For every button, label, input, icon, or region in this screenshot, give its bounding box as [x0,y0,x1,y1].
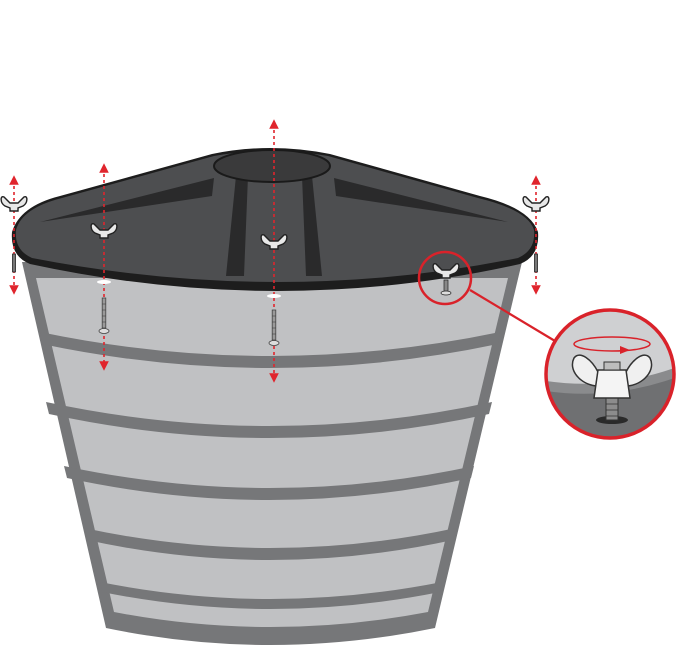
rotation-arrow-icon [573,336,651,354]
wing-nut-callout [417,250,676,440]
tank-ridge [100,582,442,609]
tank-lid [11,148,539,291]
bolt-hole [267,294,281,298]
callout-source-ring [417,250,473,306]
callout-magnifier-ring [544,308,676,440]
tank-ridge [64,466,474,500]
tank-ridge [46,402,492,438]
lid-cap [213,149,331,183]
bolt-icon [440,279,452,296]
bolt-hole [97,280,111,284]
tank-ridge [84,528,456,560]
bolt-icon [534,253,538,273]
tank-body [22,262,522,645]
callout-leader-line [469,289,561,345]
bolt-icon [12,253,16,273]
wing-nut-icon [571,354,653,399]
tank-ridge [40,332,500,368]
